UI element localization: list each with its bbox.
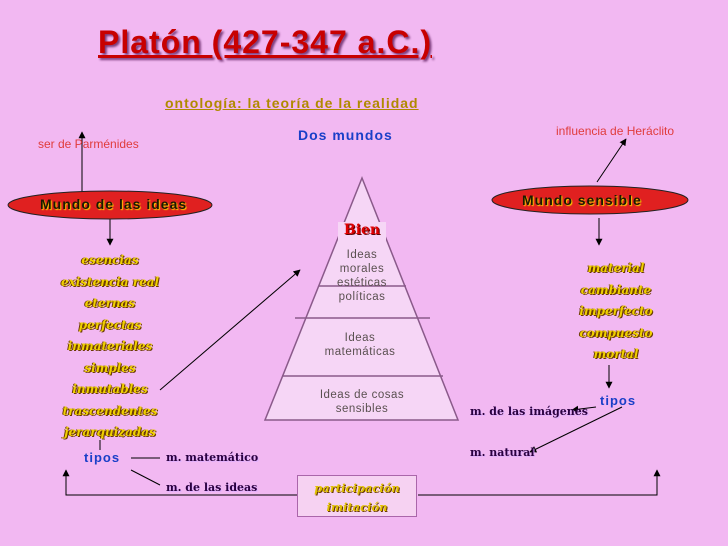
tipos-right: tipos <box>600 393 637 408</box>
pyramid-text: morales <box>339 263 385 275</box>
heraclito-note: influencia de Heráclito <box>556 124 675 138</box>
m-natural: m. natural <box>470 446 535 459</box>
list-item: jerarquizadas <box>64 425 156 439</box>
list-item: compuesto <box>579 325 653 340</box>
pyramid-text: Ideas <box>346 249 378 261</box>
mundo-sensible-label: Mundo sensible <box>522 192 642 208</box>
list-item: inmutables <box>72 382 148 396</box>
m-imagenes: m. de las imágenes <box>470 405 588 418</box>
pyramid <box>263 175 460 421</box>
m-matematico: m. matemático <box>166 451 259 464</box>
bien-box: Bien <box>338 222 386 242</box>
page-title: Platón (427-347 a.C.) <box>98 24 432 60</box>
pyramid-level-3: Ideas de cosas sensibles <box>300 388 424 416</box>
pyramid-text: sensibles <box>335 403 389 415</box>
pyramid-level-2: Ideas matemáticas <box>305 331 415 359</box>
list-item: existencia real <box>60 274 160 289</box>
list-item: mortal <box>593 347 639 361</box>
list-item: cambiante <box>580 282 652 297</box>
list-item: material <box>587 261 645 275</box>
pyramid-text: Ideas de cosas <box>319 389 405 401</box>
tipos-left: tipos <box>84 450 121 465</box>
list-item: simples <box>84 360 136 375</box>
pyramid-text: matemáticas <box>324 346 396 358</box>
list-item: imperfecto <box>579 304 653 318</box>
mundo-sensible-ellipse <box>491 185 689 215</box>
pyramid-text: políticas <box>338 291 386 303</box>
ideas-properties-list: esencias existencia real eternas perfect… <box>50 250 170 444</box>
pyramid-text: estéticas <box>337 277 387 289</box>
participacion-label: participación <box>314 481 400 495</box>
pyramid-text: Ideas <box>344 332 376 344</box>
parmenides-note: ser de Parménides <box>38 137 139 151</box>
mundo-ideas-ellipse <box>7 190 213 220</box>
list-item: trascendentes <box>62 403 158 418</box>
m-ideas: m. de las ideas <box>166 481 258 494</box>
list-item: perfectas <box>78 317 142 332</box>
mundo-ideas-label: Mundo de las ideas <box>40 196 188 212</box>
sensible-properties-list: material cambiante imperfecto compuesto … <box>566 258 666 366</box>
list-item: esencias <box>81 253 139 267</box>
list-item: eternas <box>84 296 136 310</box>
subtitle: ontología: la teoría de la realidad <box>165 95 419 111</box>
participacion-box: participación imitación <box>297 475 417 517</box>
bien-label: Bien <box>343 222 381 238</box>
pyramid-level-1: Ideas morales estéticas políticas <box>312 248 412 304</box>
list-item: inmateriales <box>67 339 153 353</box>
imitacion-label: imitación <box>326 500 388 514</box>
dos-mundos-label: Dos mundos <box>298 127 393 143</box>
